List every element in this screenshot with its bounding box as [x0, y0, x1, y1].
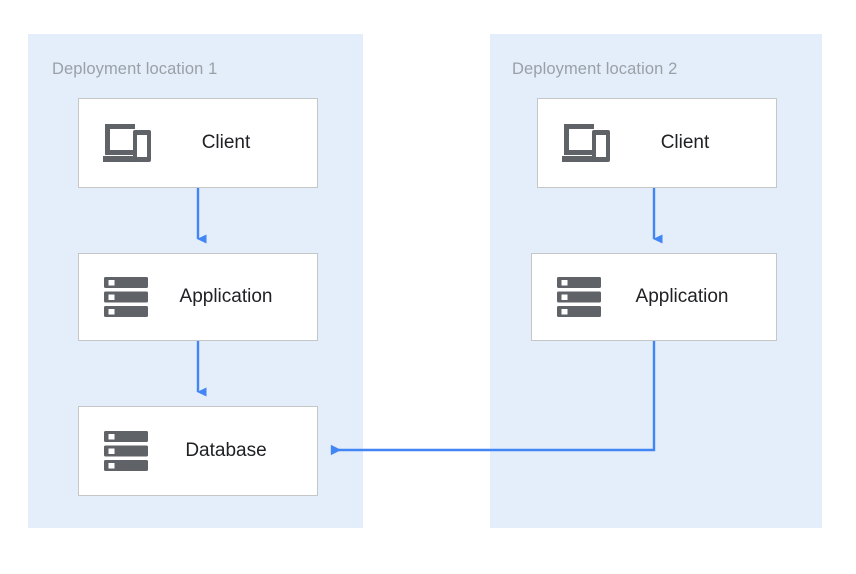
- node-label-client-2: Client: [660, 132, 710, 153]
- zone-title-deployment-location-2: Deployment location 2: [512, 60, 678, 78]
- node-database-1[interactable]: Database: [78, 406, 318, 496]
- node-client-2[interactable]: Client: [537, 98, 777, 188]
- node-application-1[interactable]: Application: [78, 253, 318, 341]
- client-devices-icon: [101, 120, 153, 166]
- node-label-application-2: Application: [635, 286, 729, 307]
- client-devices-icon: [560, 120, 612, 166]
- node-label-database-1: Database: [185, 440, 267, 461]
- node-application-2[interactable]: Application: [531, 253, 777, 341]
- server-icon: [101, 428, 153, 474]
- node-label-application-1: Application: [179, 286, 273, 307]
- node-client-1[interactable]: Client: [78, 98, 318, 188]
- zone-title-deployment-location-1: Deployment location 1: [52, 60, 218, 78]
- server-icon: [554, 274, 606, 320]
- node-label-client-1: Client: [201, 132, 251, 153]
- server-icon: [101, 274, 153, 320]
